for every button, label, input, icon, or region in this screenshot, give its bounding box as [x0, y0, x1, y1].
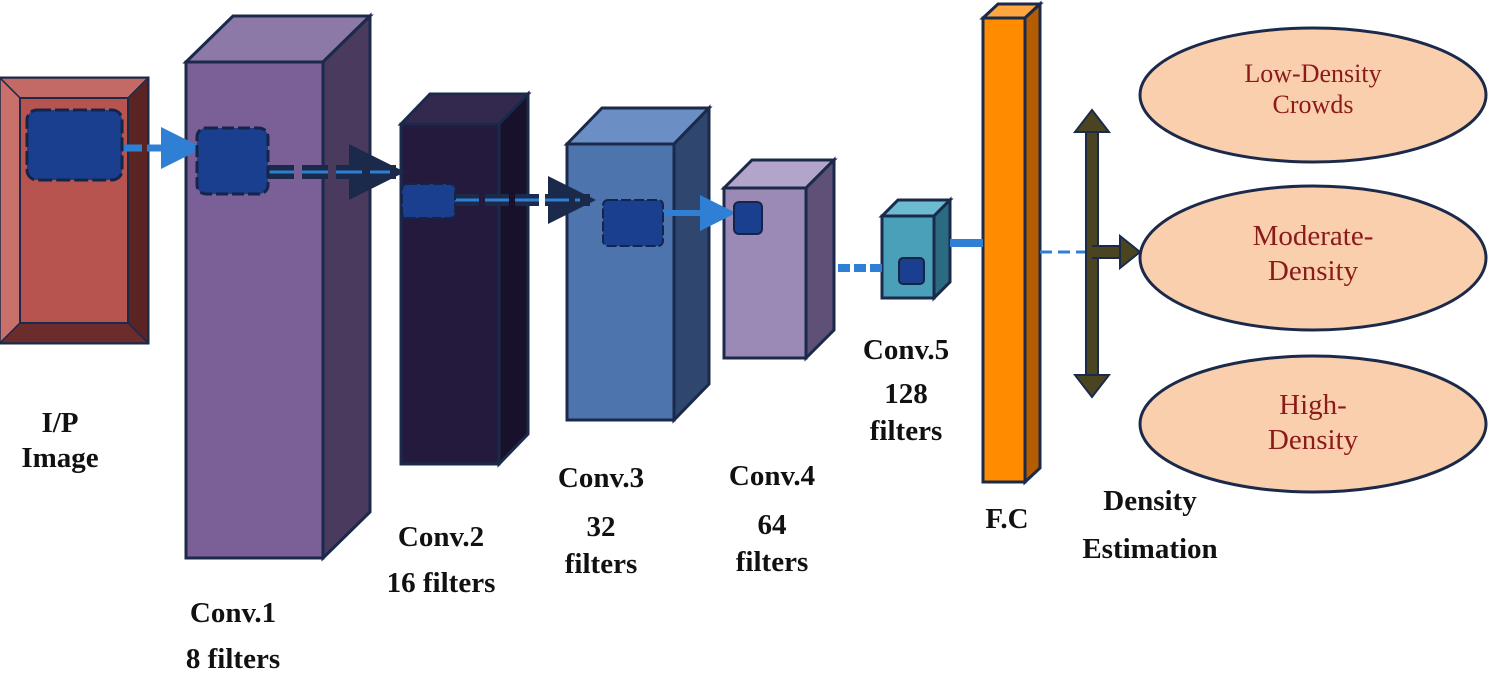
conv5-label-filters: filters — [869, 414, 943, 447]
connection-arrows — [122, 127, 1100, 272]
output-label-low: Low-Density Crowds — [1163, 58, 1463, 120]
output-ellipse-low — [1138, 26, 1488, 164]
conv5-label: Conv.5 128 filters — [836, 332, 976, 449]
conv2-label-filters: 16 filters — [386, 567, 496, 600]
kernel-windows — [25, 108, 925, 285]
conv2-block — [397, 90, 532, 468]
fc-layer-block — [979, 0, 1044, 486]
conv4-label-name: Conv.4 — [728, 460, 816, 492]
conv4-label-filters: filters — [735, 545, 809, 578]
fc-label: F.C — [985, 503, 1029, 535]
conv4-label: Conv.4 64 filters — [702, 458, 842, 580]
conv3-label: Conv.3 32 filters — [531, 460, 671, 582]
output-label-moderate: Moderate- Density — [1163, 219, 1463, 289]
input-label-line1: I/P — [41, 407, 79, 439]
conv2-label-name: Conv.2 — [397, 521, 485, 553]
output-label-high: High- Density — [1163, 388, 1463, 458]
output-label-high-line1: High- — [1279, 389, 1347, 421]
output-ellipses — [1138, 26, 1488, 494]
conv1-label-name: Conv.1 — [189, 597, 277, 629]
density-estimation-line1: Density — [1103, 485, 1197, 517]
density-estimation-line2: Estimation — [1082, 532, 1218, 565]
input-label-line2: Image — [21, 441, 99, 474]
conv3-label-name: Conv.3 — [557, 462, 645, 494]
density-estimation-label: Density Estimation — [1050, 478, 1250, 574]
conv1-label-filters: 8 filters — [185, 643, 281, 676]
output-label-low-line2: Crowds — [1272, 90, 1354, 120]
conv1-label: Conv.1 8 filters — [153, 590, 313, 683]
output-label-high-line2: Density — [1267, 423, 1359, 456]
conv2-label: Conv.2 16 filters — [361, 514, 521, 607]
conv5-label-count: 128 — [884, 378, 928, 411]
output-label-moderate-line2: Density — [1267, 254, 1359, 287]
density-bracket — [1072, 108, 1142, 399]
conv1-block — [182, 12, 374, 562]
conv5-label-name: Conv.5 — [862, 334, 950, 366]
conv3-block — [563, 104, 713, 424]
output-label-low-line1: Low-Density — [1244, 59, 1382, 88]
conv4-label-count: 64 — [757, 509, 787, 542]
input-label: I/P Image — [0, 406, 120, 476]
output-ellipse-high — [1138, 354, 1488, 494]
output-label-moderate-line1: Moderate- — [1252, 220, 1374, 252]
conv4-block — [720, 156, 838, 362]
output-ellipse-moderate — [1138, 184, 1488, 332]
conv3-label-count: 32 — [586, 511, 616, 544]
conv3-label-filters: filters — [564, 547, 638, 580]
